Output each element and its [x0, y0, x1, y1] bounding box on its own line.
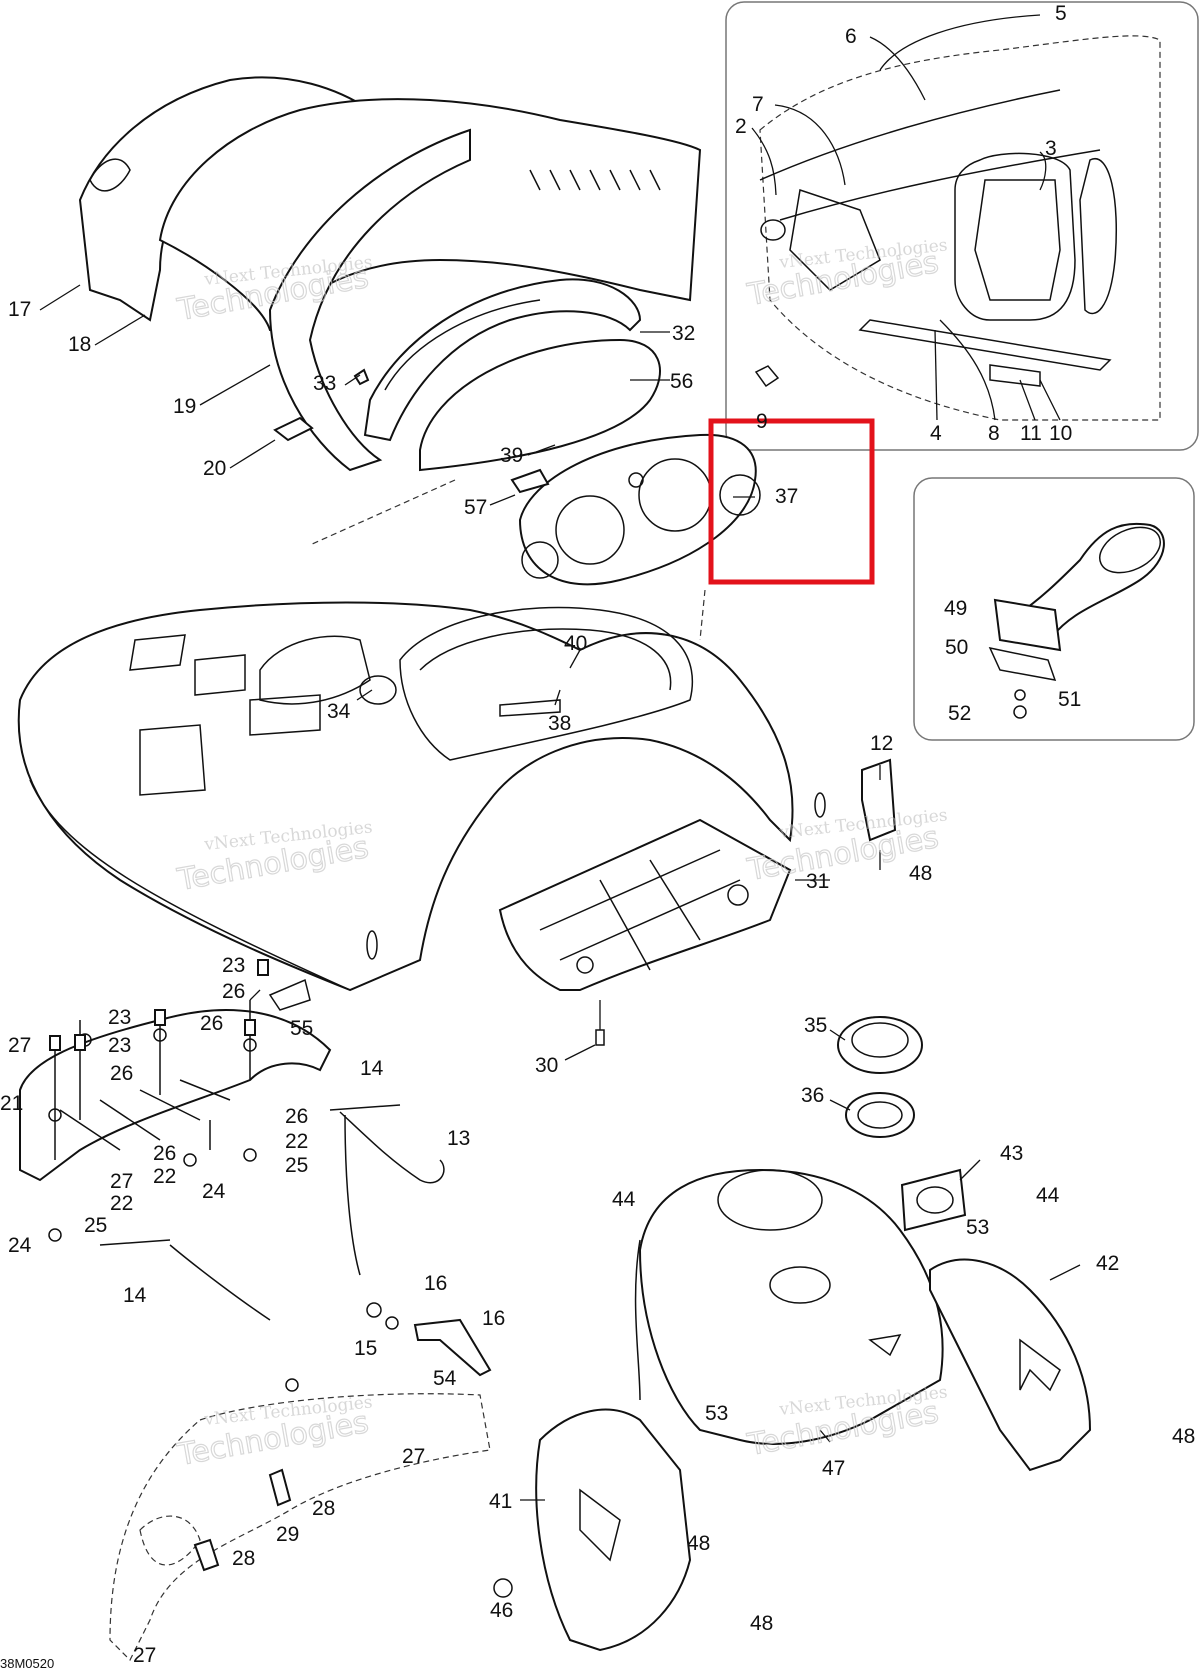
- callout-26-b: 26: [200, 1012, 223, 1035]
- callout-55: 55: [290, 1017, 313, 1040]
- callout-36: 36: [801, 1084, 824, 1107]
- mirror-inset-drawing: [988, 522, 1165, 719]
- callout-5: 5: [1055, 2, 1067, 25]
- callout-15: 15: [354, 1337, 377, 1360]
- callout-34: 34: [327, 700, 351, 723]
- handlebar-support-drawing: [19, 959, 332, 1242]
- callout-49: 49: [944, 597, 967, 620]
- callout-27-b: 27: [110, 1170, 133, 1193]
- callout-47: 47: [822, 1457, 845, 1480]
- callout-26-e: 26: [153, 1142, 176, 1165]
- callout-18: 18: [68, 333, 91, 356]
- callout-13: 13: [447, 1127, 470, 1150]
- callout-51: 51: [1058, 688, 1081, 711]
- callout-31: 31: [806, 870, 829, 893]
- callout-28-b: 28: [232, 1547, 255, 1570]
- callout-38: 38: [548, 712, 571, 735]
- grab-handle-drawing: [109, 1378, 491, 1662]
- callout-44-b: 44: [1036, 1184, 1060, 1207]
- console-drawing: [634, 1016, 967, 1445]
- callout-21: 21: [0, 1092, 23, 1115]
- callout-4: 4: [930, 422, 942, 445]
- storage-tray-drawing: [498, 758, 897, 1046]
- callout-16-a: 16: [424, 1272, 447, 1295]
- callout-6: 6: [845, 25, 857, 48]
- callout-22-a: 22: [285, 1130, 308, 1153]
- callout-40: 40: [564, 632, 587, 655]
- callout-9: 9: [756, 410, 768, 433]
- callout-26-c: 26: [110, 1062, 133, 1085]
- callout-48-a: 48: [909, 862, 932, 885]
- callout-24-a: 24: [202, 1180, 226, 1203]
- callout-54: 54: [433, 1367, 457, 1390]
- callout-29: 29: [276, 1523, 299, 1546]
- callout-35: 35: [804, 1014, 827, 1037]
- callout-48-b: 48: [1172, 1425, 1195, 1448]
- callout-33: 33: [313, 372, 336, 395]
- callout-23-b: 23: [108, 1006, 131, 1029]
- callout-3: 3: [1045, 137, 1057, 160]
- callout-8: 8: [988, 422, 1000, 445]
- callout-16-b: 16: [482, 1307, 505, 1330]
- callout-25-a: 25: [285, 1154, 308, 1177]
- callout-43: 43: [1000, 1142, 1023, 1165]
- callout-53-b: 53: [705, 1402, 728, 1425]
- callout-56: 56: [670, 370, 693, 393]
- callout-32: 32: [672, 322, 695, 345]
- callout-30: 30: [535, 1054, 558, 1077]
- callout-10: 10: [1049, 422, 1072, 445]
- callout-19: 19: [173, 395, 196, 418]
- gauge-bezel-drawing: [353, 278, 661, 472]
- callout-52: 52: [948, 702, 971, 725]
- callout-24-b: 24: [8, 1234, 32, 1257]
- callout-11: 11: [1020, 422, 1042, 445]
- instrument-cluster-drawing: [309, 433, 761, 641]
- callout-37: 37: [775, 485, 798, 508]
- callout-57: 57: [464, 496, 487, 519]
- callout-42: 42: [1096, 1252, 1119, 1275]
- callout-28-a: 28: [312, 1497, 335, 1520]
- callout-41: 41: [489, 1490, 512, 1513]
- callout-14-upper: 14: [360, 1057, 384, 1080]
- callout-25-b: 25: [84, 1214, 107, 1237]
- callout-12: 12: [870, 732, 893, 755]
- main-hood-drawing: [17, 601, 826, 992]
- callout-23-c: 23: [108, 1034, 131, 1057]
- callout-27-c: 27: [402, 1445, 425, 1468]
- callout-48-c: 48: [687, 1532, 710, 1555]
- callout-48-d: 48: [750, 1612, 773, 1635]
- callout-22-b: 22: [153, 1165, 176, 1188]
- callout-27-a: 27: [8, 1034, 31, 1057]
- callout-26-a: 26: [222, 980, 245, 1003]
- callout-53-a: 53: [966, 1216, 989, 1239]
- springs-drawing: [99, 1104, 492, 1377]
- callout-17: 17: [8, 298, 31, 321]
- side-panels-drawing: [493, 1258, 1092, 1652]
- callout-14-lower: 14: [123, 1284, 147, 1307]
- upper-shells-drawing: [78, 76, 702, 472]
- callout-23-a: 23: [222, 954, 245, 977]
- callout-46: 46: [490, 1599, 513, 1622]
- callout-22-c: 22: [110, 1192, 133, 1215]
- callout-44-a: 44: [612, 1188, 636, 1211]
- inset-box-mirror: [913, 477, 1195, 741]
- highlight-box: [708, 418, 875, 585]
- callout-2: 2: [735, 115, 747, 138]
- deck-inset-drawing: [754, 35, 1161, 421]
- leader-lines: [39, 14, 1081, 1501]
- figure-code: 38M0520: [0, 1656, 54, 1671]
- callout-27-d: 27: [133, 1644, 156, 1667]
- callout-26-d: 26: [285, 1105, 308, 1128]
- callout-39: 39: [500, 444, 523, 467]
- inset-box-top-right: [725, 1, 1199, 451]
- callout-50: 50: [945, 636, 968, 659]
- callout-20: 20: [203, 457, 226, 480]
- callout-7: 7: [752, 93, 764, 116]
